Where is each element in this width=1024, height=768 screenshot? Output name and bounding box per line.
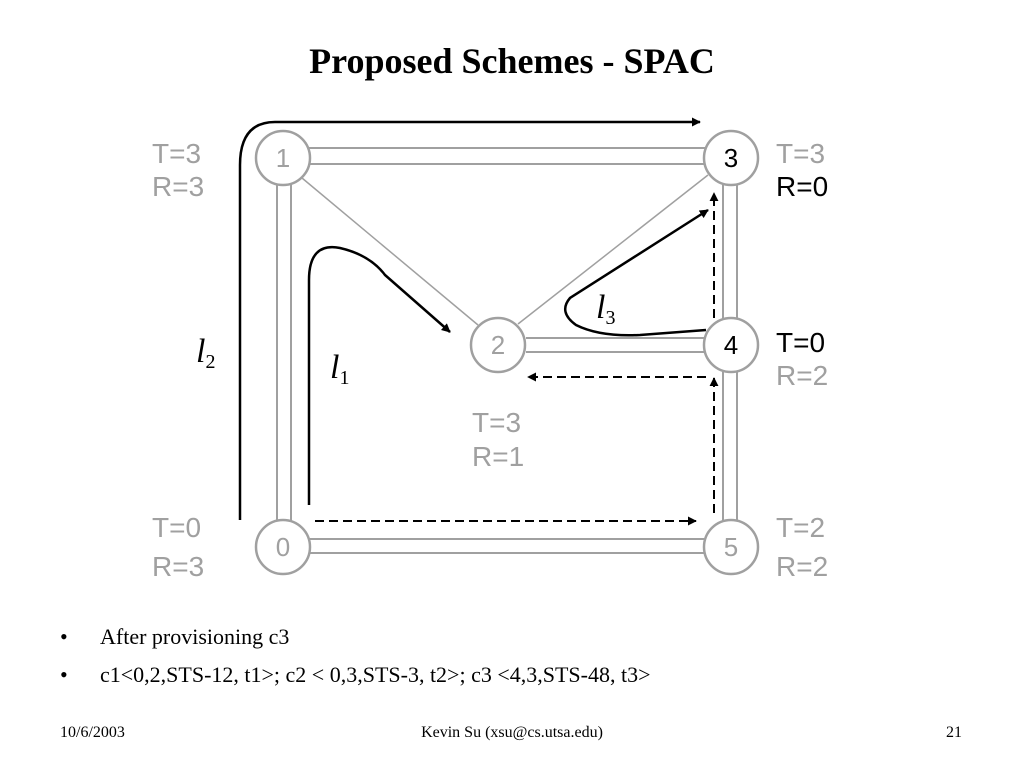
path-l3-line bbox=[563, 208, 709, 337]
node-1-id: 1 bbox=[276, 143, 290, 173]
bullet-text: c1<0,2,STS-12, t1>; c2 < 0,3,STS-3, t2>;… bbox=[100, 662, 651, 687]
node-1-t-label: T=3 bbox=[152, 138, 201, 169]
path-label-l1-sub: 1 bbox=[339, 367, 349, 389]
node-0-t-label: T=0 bbox=[152, 512, 201, 543]
bullet-item: • c1<0,2,STS-12, t1>; c2 < 0,3,STS-3, t2>… bbox=[60, 660, 651, 698]
node-3: 3 bbox=[702, 129, 760, 187]
footer-date: 10/6/2003 bbox=[60, 724, 125, 741]
node-4-t-label: T=0 bbox=[776, 327, 825, 358]
path-label-l1: l1 bbox=[330, 349, 349, 389]
link-4-5 bbox=[722, 372, 738, 522]
link-0-5 bbox=[309, 538, 705, 554]
bullet-list: • After provisioning c3 • c1<0,2,STS-12, t… bbox=[60, 622, 651, 698]
path-l1-line bbox=[307, 245, 451, 505]
slide-title: Proposed Schemes - SPAC bbox=[309, 41, 715, 81]
bullet-item: • After provisioning c3 bbox=[60, 622, 651, 660]
node-5-id: 5 bbox=[724, 532, 738, 562]
path-label-l3: l3 bbox=[596, 289, 615, 329]
node-2-t-label: T=3 bbox=[472, 407, 521, 438]
node-3-t-label: T=3 bbox=[776, 138, 825, 169]
node-4-id: 4 bbox=[724, 330, 738, 360]
node-2-r-label: R=1 bbox=[472, 441, 524, 472]
node-1-r-label: R=3 bbox=[152, 171, 204, 202]
path-l2-line bbox=[238, 117, 701, 520]
node-2: 2 bbox=[469, 316, 527, 374]
node-1: 1 bbox=[254, 129, 312, 187]
path-label-l2-letter: l bbox=[196, 333, 205, 370]
link-2-3 bbox=[517, 174, 709, 325]
node-4-r-label: R=2 bbox=[776, 360, 828, 391]
footer-author: Kevin Su (xsu@cs.utsa.edu) bbox=[421, 724, 603, 741]
bullet-marker: • bbox=[60, 624, 68, 649]
path-label-l3-sub: 3 bbox=[605, 307, 615, 329]
path-labels: l1 l2 l3 bbox=[196, 289, 615, 389]
node-5-t-label: T=2 bbox=[776, 512, 825, 543]
bullet-marker: • bbox=[60, 662, 68, 687]
node-3-r-label: R=0 bbox=[776, 171, 828, 202]
node-3-id: 3 bbox=[724, 143, 738, 173]
node-tr-labels: T=3 R=3 T=3 R=0 T=0 R=2 T=3 R=1 T=0 R=3 … bbox=[152, 138, 828, 582]
node-2-id: 2 bbox=[491, 330, 505, 360]
link-1-2 bbox=[301, 177, 479, 326]
link-2-4 bbox=[526, 337, 705, 353]
path-label-l2: l2 bbox=[196, 333, 215, 373]
link-1-0 bbox=[276, 182, 292, 525]
node-0-r-label: R=3 bbox=[152, 551, 204, 582]
path-label-l1-letter: l bbox=[330, 349, 339, 386]
network-links bbox=[276, 147, 738, 554]
dashed-paths bbox=[315, 192, 719, 526]
node-4: 4 bbox=[702, 316, 760, 374]
link-1-3 bbox=[307, 147, 705, 165]
footer-page-number: 21 bbox=[946, 724, 962, 741]
path-label-l2-sub: 2 bbox=[205, 351, 215, 373]
lightpaths bbox=[238, 117, 709, 520]
path-label-l3-letter: l bbox=[596, 289, 605, 326]
node-5-r-label: R=2 bbox=[776, 551, 828, 582]
bullet-text: After provisioning c3 bbox=[100, 624, 290, 649]
node-0: 0 bbox=[254, 518, 312, 576]
link-3-4 bbox=[722, 182, 738, 320]
node-5: 5 bbox=[702, 518, 760, 576]
node-0-id: 0 bbox=[276, 532, 290, 562]
nodes: 1 3 2 4 0 5 bbox=[254, 129, 760, 576]
